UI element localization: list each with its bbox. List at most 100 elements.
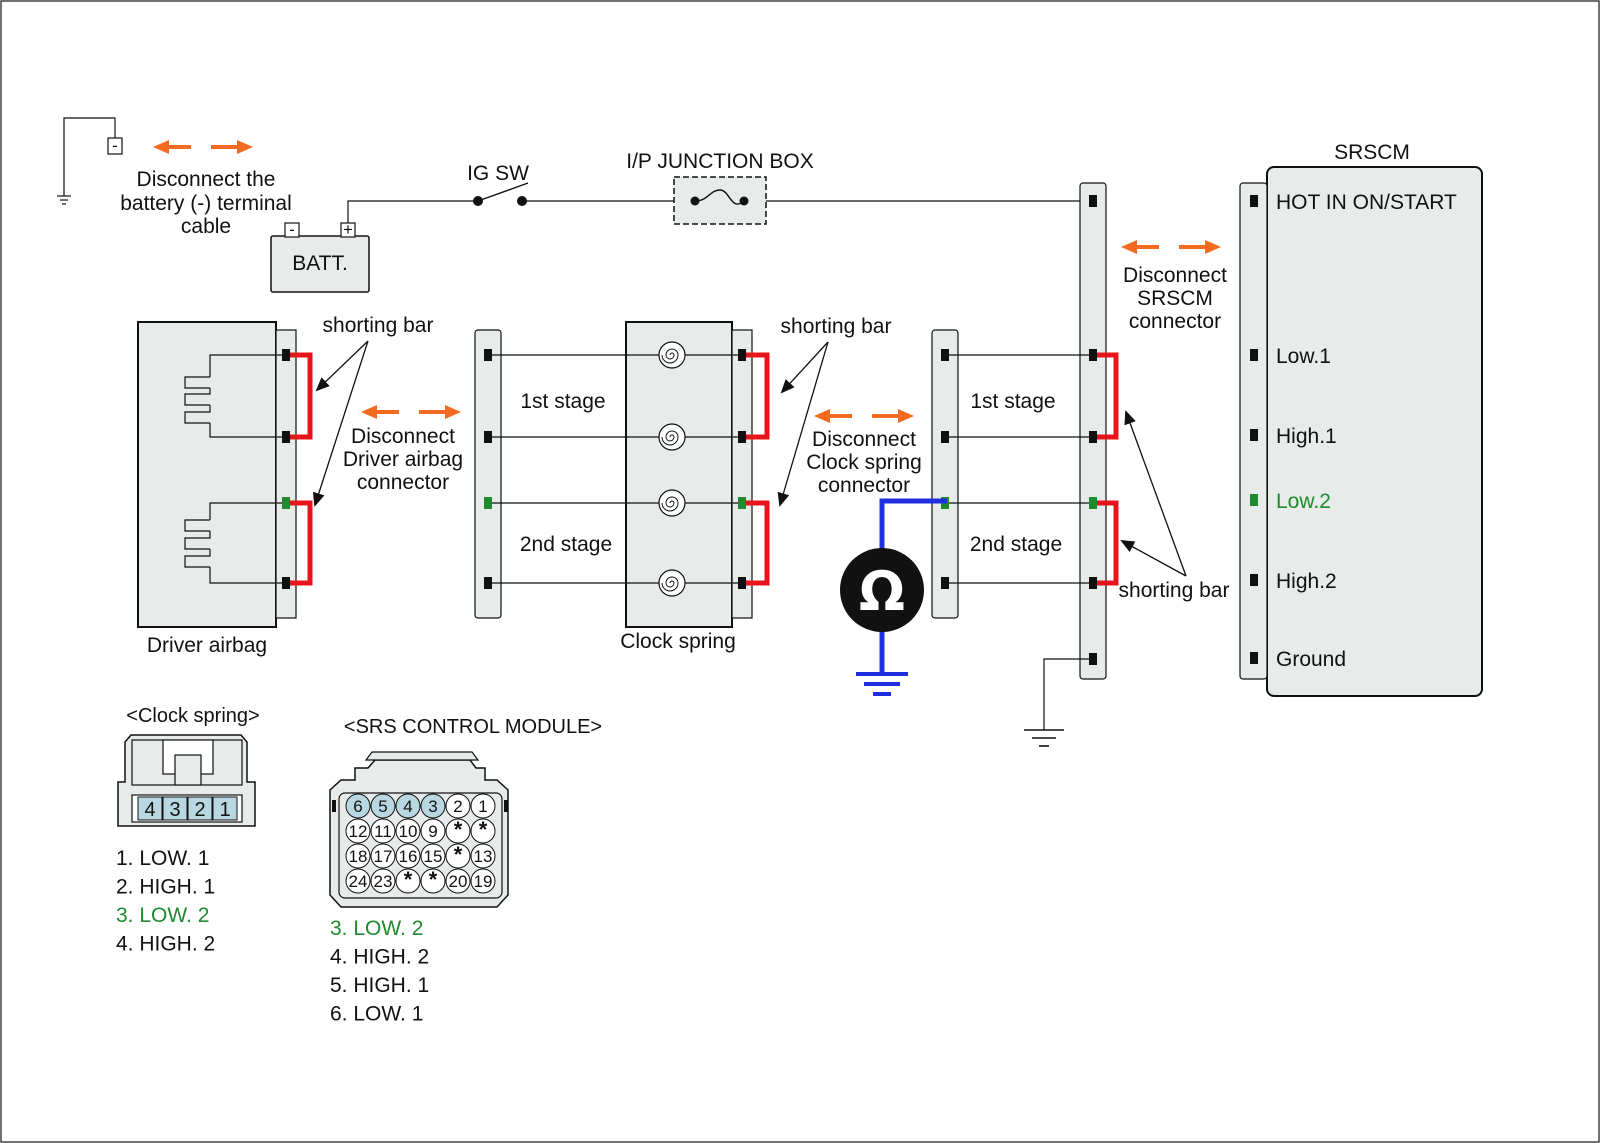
pin-legend-item: 3. LOW. 2 (116, 904, 209, 927)
driver-airbag-body (137, 321, 277, 628)
clock-spring-face-pin-number: 4 (144, 799, 155, 821)
battery-box (270, 235, 370, 293)
ground-symbol-icon (856, 672, 908, 696)
harness-srscm-side-pin (1089, 349, 1097, 361)
clock-spring-out-pin (738, 349, 746, 361)
srs-module-face-pin (445, 818, 471, 844)
power-supply-group: - + BATT. IG SW I/P JUNCTION BOX (270, 150, 1092, 293)
clock-spring-out-pin (738, 577, 746, 589)
harness-srscm-side-pin (1089, 577, 1097, 589)
srs-module-face-pin (345, 843, 371, 869)
srs-module-face-pin (370, 793, 396, 819)
shorting-bar (746, 500, 770, 586)
srscm-pin (1250, 574, 1258, 586)
srs-module-face-pin-number: 24 (349, 872, 368, 891)
srs-module-face-pin (395, 868, 421, 894)
double-arrow-icon (153, 140, 253, 154)
junction-box (673, 176, 767, 225)
double-arrow-icon (1121, 240, 1221, 254)
harness-wires (945, 354, 1093, 584)
ohmmeter-icon (840, 548, 924, 632)
squib-1st-stage (184, 354, 284, 438)
srscm-pin (1250, 652, 1258, 664)
srscm-pin-label: HOT IN ON/START (1276, 191, 1457, 214)
disconnect-battery-line1: Disconnect the (137, 168, 276, 191)
harness-srscm-side-pin (1089, 653, 1097, 665)
srscm-pin (1250, 349, 1258, 361)
harness-srscm-side-pin (1089, 497, 1097, 509)
srs-module-face-pin (395, 843, 421, 869)
harness-srscm-side-pin (1089, 195, 1097, 207)
double-arrow-icon (814, 409, 914, 423)
clock-spring-pins (484, 349, 746, 589)
srs-module-face-pin-number: 12 (349, 822, 368, 841)
clock-spring-face-pin-number: 1 (219, 799, 230, 821)
harness-clock-side-pin (941, 577, 949, 589)
clock-spring-out-pin (738, 497, 746, 509)
srs-module-face-pin (420, 818, 446, 844)
srs-module-face-pin (420, 843, 446, 869)
srs-module-face-pin (420, 793, 446, 819)
clock-spring-label: Clock spring (620, 630, 736, 653)
clock-spring-coil-icon (658, 569, 686, 597)
battery-disconnect-group: - Disconnect the battery (-) terminal ca… (57, 117, 292, 238)
srs-module-pin-legend: 3. LOW. 24. HIGH. 25. HIGH. 16. LOW. 1 (330, 917, 429, 1026)
srs-module-connector-title: <SRS CONTROL MODULE> (344, 716, 602, 738)
srs-module-face-pin-number: 9 (428, 822, 437, 841)
shorting-bar-label-driver: shorting bar (323, 314, 434, 337)
disconnect-clock-line3: connector (818, 474, 910, 497)
disconnect-driver-line1: Disconnect (351, 425, 455, 448)
pin-legend-item: 2. HIGH. 1 (116, 876, 215, 899)
driver-airbag-pin (282, 349, 290, 361)
harness-clock-side-connector (931, 329, 959, 619)
srs-module-face-pin (395, 818, 421, 844)
srscm-pin (1250, 494, 1258, 506)
negative-terminal-sign: - (112, 136, 118, 155)
fuse-icon (690, 189, 749, 206)
clock-spring-in-pin (484, 577, 492, 589)
shorting-bar-label-harness: shorting bar (1119, 579, 1230, 602)
srs-module-face-pin (445, 843, 471, 869)
driver-airbag-pin (282, 497, 290, 509)
shorting-bar (1097, 500, 1119, 586)
srs-module-face-pin-number: 18 (349, 847, 368, 866)
srs-module-face-pin (470, 843, 496, 869)
srs-module-face-pin-number: 15 (424, 847, 443, 866)
srs-module-face-pin-number: 3 (428, 797, 437, 816)
shorting-bar (290, 352, 313, 440)
srs-module-face-pin (345, 818, 371, 844)
battery-pos-sign: + (343, 220, 353, 239)
pin-legend-item: 3. LOW. 2 (330, 917, 423, 940)
shorting-bar (746, 352, 770, 440)
harness-shorting-bars (1097, 352, 1119, 586)
disconnect-srscm-line3: connector (1129, 310, 1221, 333)
srs-module-face-pin (420, 868, 446, 894)
harness-clock-side-pin (941, 349, 949, 361)
clock-spring-connector-title: <Clock spring> (126, 705, 259, 727)
srs-module-face-pin-number: * (404, 867, 413, 892)
battery-neg-sign: - (289, 220, 295, 239)
clock-spring-face-pin (137, 796, 163, 821)
srs-module-face-pin (445, 868, 471, 894)
ground-symbol-icon (57, 195, 71, 205)
srscm-pin (1250, 429, 1258, 441)
driver-airbag-pin (282, 431, 290, 443)
harness-srscm-side-pin (1089, 431, 1097, 443)
srs-module-face-pin (470, 818, 496, 844)
driver-shorting-bars (290, 352, 313, 586)
disconnect-clock-line2: Clock spring (806, 451, 922, 474)
driver-airbag-label: Driver airbag (147, 634, 267, 657)
srs-module-face-pin-number: 17 (374, 847, 393, 866)
ig-sw-label: IG SW (467, 162, 529, 185)
disconnect-driver-line3: connector (357, 471, 449, 494)
double-arrow-icon (361, 405, 461, 419)
harness-2nd-stage: 2nd stage (970, 533, 1062, 556)
srs-module-face-pin-number: 19 (474, 872, 493, 891)
disconnect-srscm-line2: SRSCM (1137, 287, 1213, 310)
srs-module-face-pin-number: 6 (353, 797, 362, 816)
srs-module-face-pin-number: 23 (374, 872, 393, 891)
srs-module-face-pin-number: 1 (478, 797, 487, 816)
srs-module-face-pin-number: * (454, 817, 463, 842)
srscm-pin (1250, 195, 1258, 207)
